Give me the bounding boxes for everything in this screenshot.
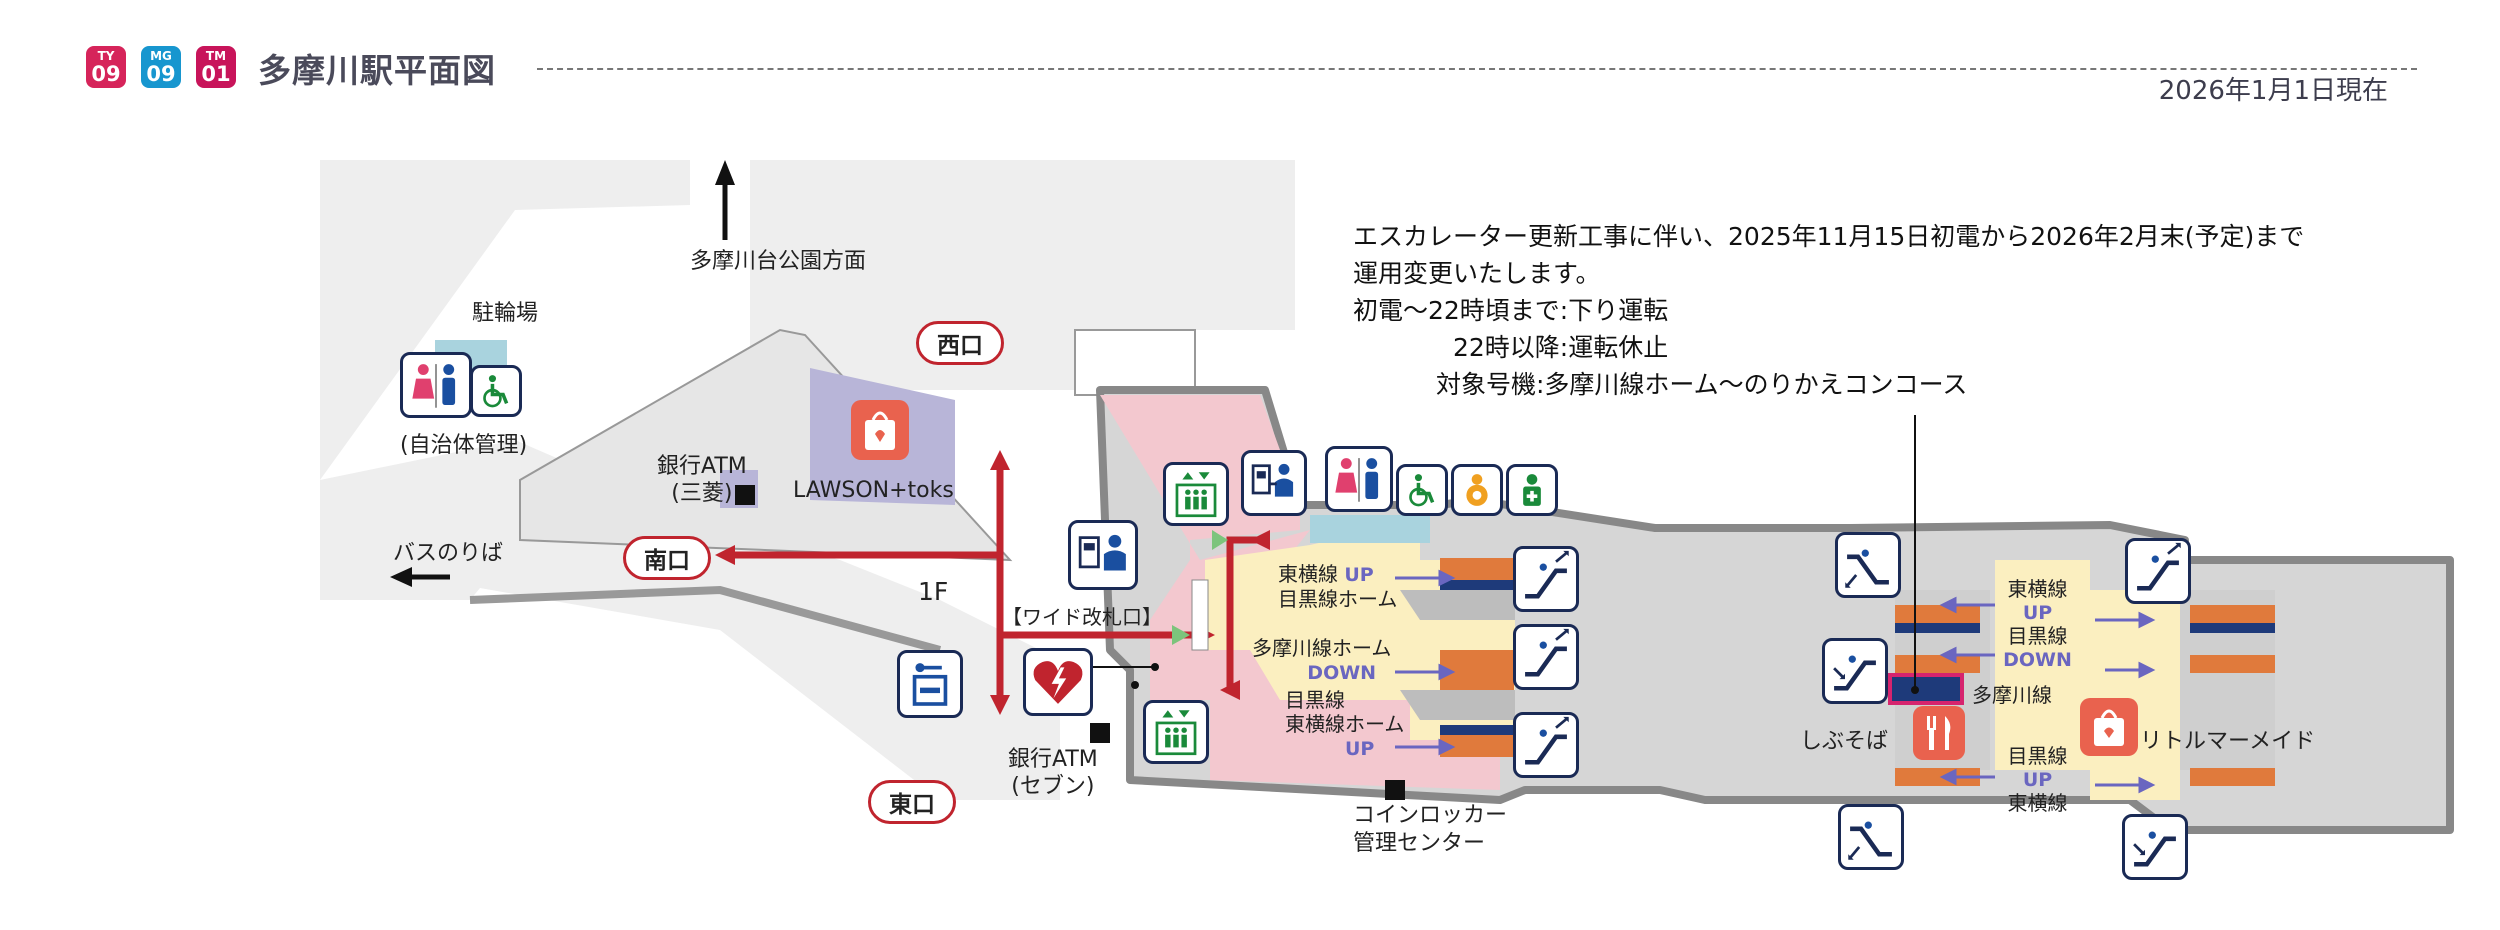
exit-east-label[interactable]: 東口 xyxy=(868,780,956,824)
as-of-date: 2026年1月1日現在 xyxy=(2158,76,2388,106)
toilet-icon xyxy=(1325,446,1393,512)
escalator-notice: エスカレーター更新工事に伴い、2025年11月15日初電から2026年2月末(予… xyxy=(1353,222,2305,399)
floor-label: 1F xyxy=(918,577,949,606)
platform-meguro-toyoko-2: 目黒線 東横線ホーム UP xyxy=(1285,688,1405,760)
shopping-icon xyxy=(851,400,909,460)
escalator-icon[interactable] xyxy=(1835,532,1901,598)
escalator-icon[interactable] xyxy=(1513,712,1579,778)
atm-seven-label: 銀行ATM(セブン) xyxy=(1008,747,1098,799)
restaurant-icon xyxy=(1913,706,1965,760)
escalator-icon[interactable] xyxy=(1822,638,1888,704)
elevator-icon xyxy=(1143,700,1209,764)
right-platform-tamagawa: 多摩川線 xyxy=(1972,683,2052,707)
first-aid-room-icon xyxy=(1506,464,1558,516)
aed-icon xyxy=(1023,648,1093,716)
atm-mufg-label: 銀行ATM(三菱) xyxy=(657,454,747,506)
escalator-icon[interactable] xyxy=(1513,546,1579,612)
platform-tamagawa: 多摩川線ホーム DOWN xyxy=(1252,636,1392,684)
coin-locker-label: コインロッカー管理センター xyxy=(1353,803,1508,856)
ticket-machine-icon xyxy=(1241,450,1307,516)
wide-gate-label: 【ワイド改札口】 xyxy=(1002,605,1162,629)
shopping-icon xyxy=(2080,698,2138,756)
escalator-icon[interactable] xyxy=(1513,624,1579,690)
escalator-icon[interactable] xyxy=(2125,538,2191,604)
toilet-note-label: (自治体管理) xyxy=(400,433,528,458)
platform-toyoko-meguro-1: 東横線 UP 目黒線ホーム xyxy=(1278,562,1398,611)
escalator-icon[interactable] xyxy=(1838,804,1904,870)
page-title: 多摩川駅平面図 xyxy=(258,51,496,90)
exit-west-label[interactable]: 西口 xyxy=(916,321,1004,365)
accessible-icon xyxy=(470,365,522,417)
right-platform-labels: 東横線 UP 目黒線 DOWN xyxy=(2003,577,2072,672)
elevator-icon xyxy=(1163,462,1229,526)
baby-care-icon xyxy=(1451,464,1503,516)
accessible-icon xyxy=(1396,464,1448,516)
coin-locker-icon xyxy=(897,650,963,718)
exit-south-label[interactable]: 南口 xyxy=(623,536,711,580)
shibu-soba-label: しぶそば xyxy=(1800,729,1889,754)
park-direction-label: 多摩川台公園方面 xyxy=(690,249,867,274)
toilet-icon xyxy=(400,352,472,418)
escalator-icon[interactable] xyxy=(2122,814,2188,880)
bicycle-parking-label: 駐輪場 xyxy=(472,301,539,326)
bus-stop-label: バスのりば xyxy=(393,541,504,566)
ticket-machine-icon xyxy=(1068,520,1138,590)
lawson-label: LAWSON+toks xyxy=(793,478,954,503)
right-platform-labels-lower: 目黒線 UP 東横線 xyxy=(2007,744,2068,815)
little-mermaid-label: リトルマーメイド xyxy=(2140,729,2316,754)
header-divider xyxy=(537,68,2417,70)
